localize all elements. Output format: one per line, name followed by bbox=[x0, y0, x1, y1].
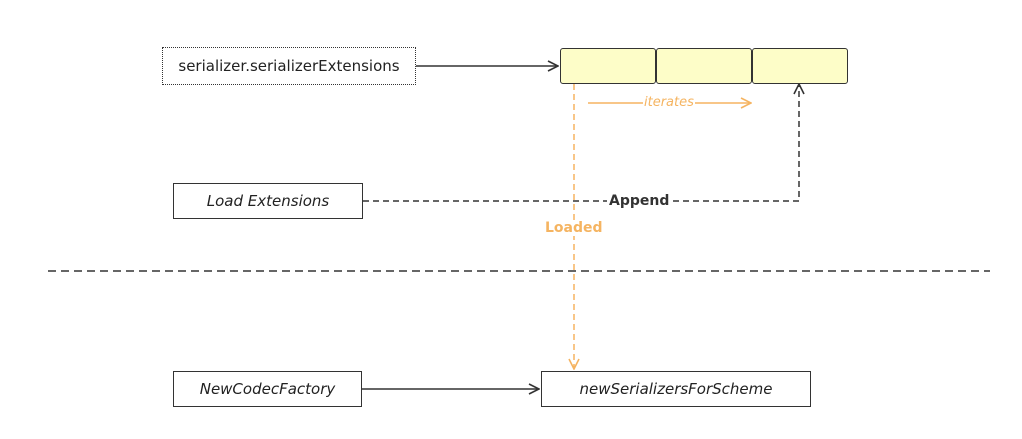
node-new-codec-factory-label: NewCodecFactory bbox=[199, 380, 336, 398]
array-cell-2 bbox=[656, 48, 752, 84]
node-load-extensions: Load Extensions bbox=[173, 183, 363, 219]
node-serializer-extensions-label: serializer.serializerExtensions bbox=[178, 57, 400, 75]
edge-iterates-label: iterates bbox=[643, 95, 695, 111]
array-cell-3 bbox=[752, 48, 848, 84]
node-serializer-extensions: serializer.serializerExtensions bbox=[162, 47, 416, 85]
edge-append-label: Append bbox=[607, 193, 672, 209]
node-new-codec-factory: NewCodecFactory bbox=[173, 371, 362, 407]
node-new-serializers-for-scheme-label: newSerializersForScheme bbox=[579, 380, 773, 398]
array-cell-1 bbox=[560, 48, 656, 84]
node-load-extensions-label: Load Extensions bbox=[206, 192, 330, 210]
node-new-serializers-for-scheme: newSerializersForScheme bbox=[541, 371, 811, 407]
edge-append bbox=[363, 84, 799, 202]
edge-loaded-label: Loaded bbox=[543, 220, 605, 236]
